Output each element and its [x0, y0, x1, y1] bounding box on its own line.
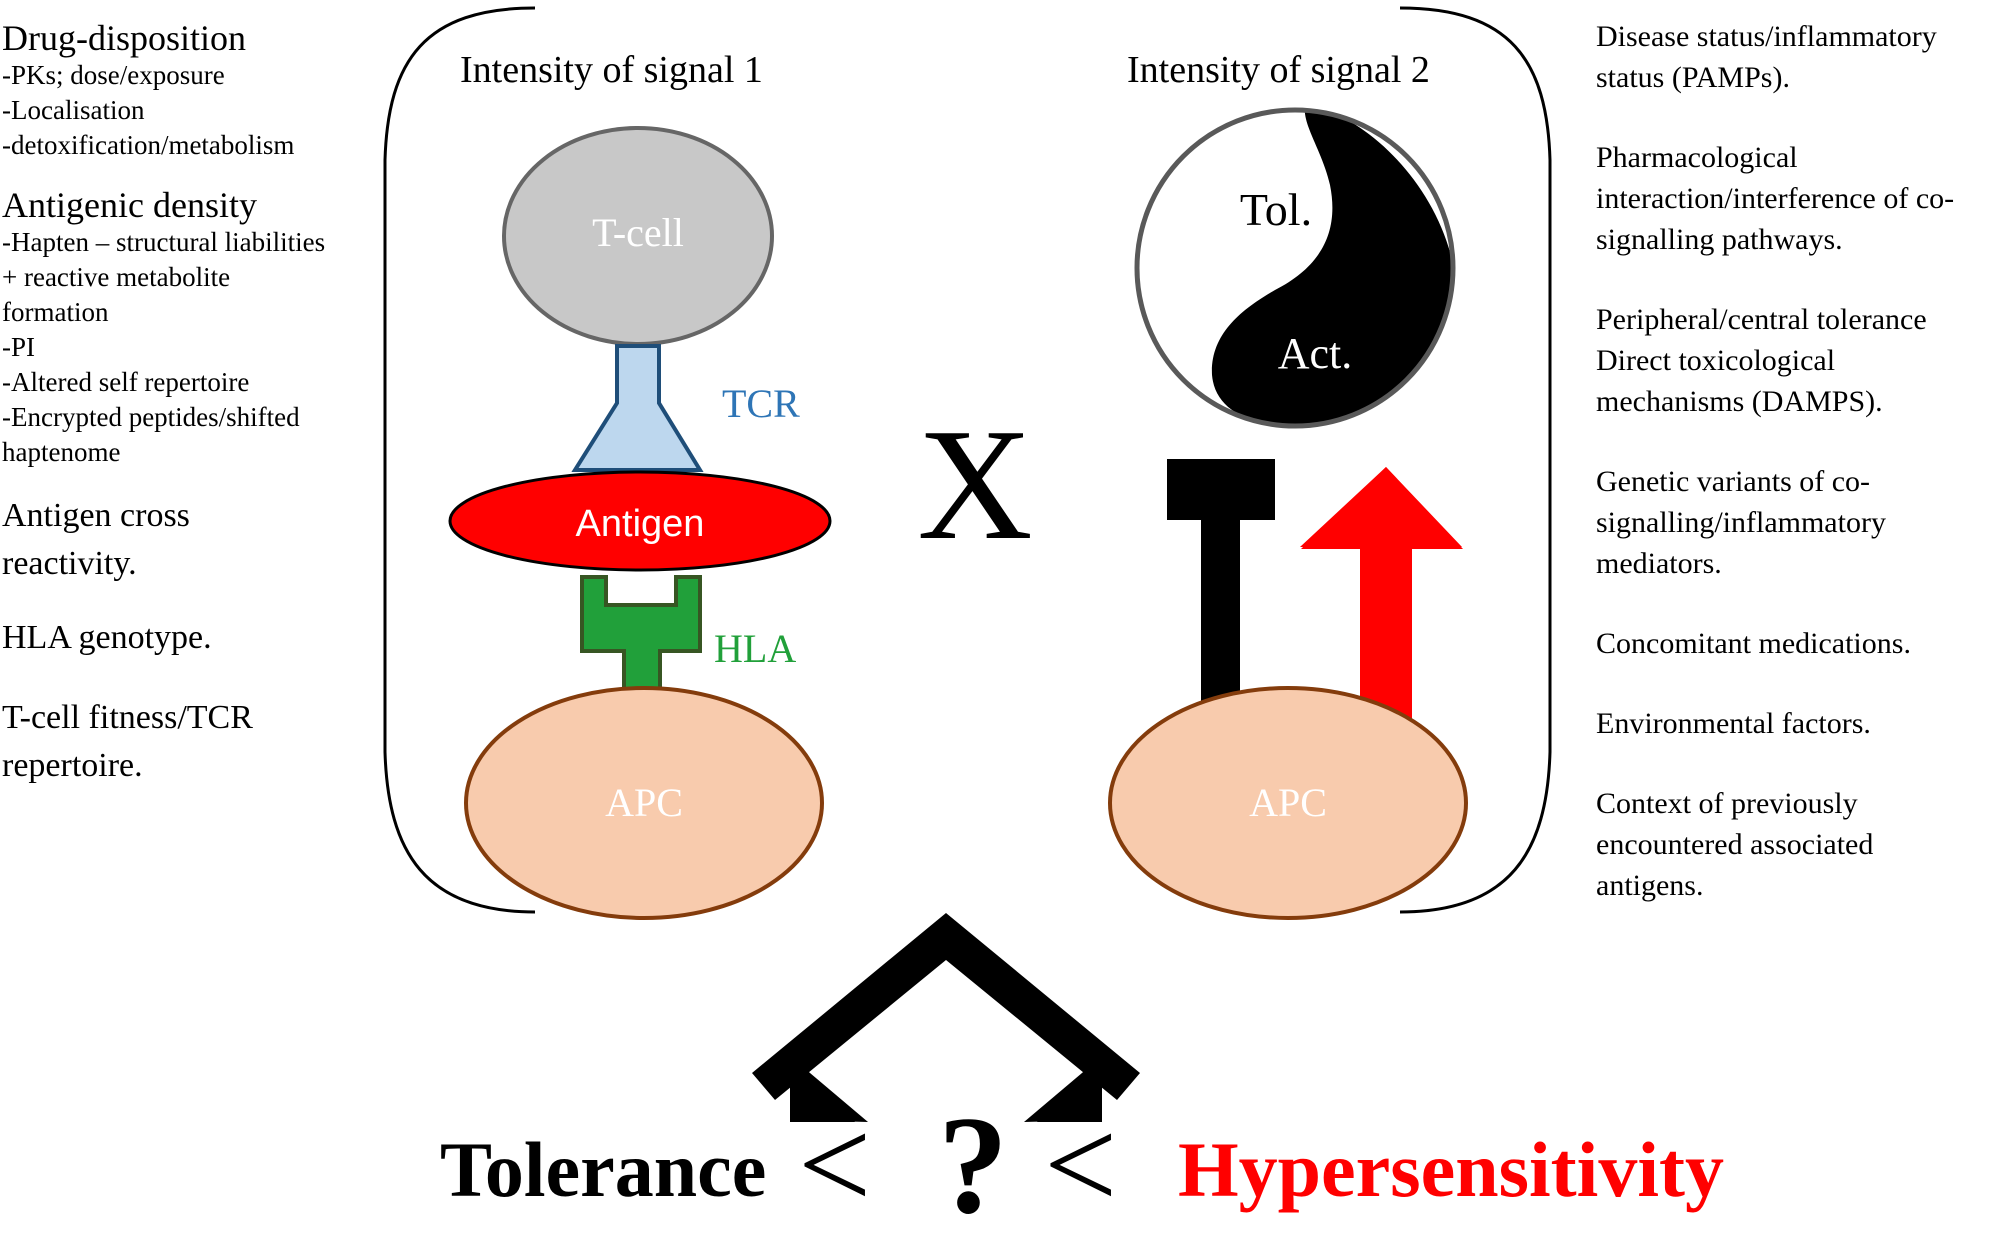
- right-factors-column: Disease status/inflammatory status (PAMP…: [1596, 16, 2006, 945]
- concomitant-medications-block: Concomitant medications.: [1596, 623, 2006, 664]
- antigenic-density-block: Antigenic density -Hapten – structural l…: [2, 185, 382, 470]
- signal1-title: Intensity of signal 1: [460, 49, 763, 91]
- right-line: Direct toxicological: [1596, 344, 1836, 377]
- disease-status-block: Disease status/inflammatory status (PAMP…: [1596, 16, 2006, 98]
- apc-shape-signal1: [464, 686, 824, 920]
- apc-shape-signal2: [1108, 686, 1468, 920]
- question-mark: ?: [938, 1088, 1008, 1243]
- multiply-sign: X: [917, 395, 1033, 573]
- right-parenthesis: [1399, 6, 1552, 914]
- antigenic-density-line: haptenome: [2, 437, 121, 467]
- tolerance-mechanisms-block: Peripheral/central tolerance Direct toxi…: [1596, 299, 2006, 422]
- cross-reactivity-line: reactivity.: [2, 545, 137, 582]
- drug-disposition-line: -detoxification/metabolism: [2, 130, 295, 160]
- hypersensitivity-outcome: Hypersensitivity: [1178, 1126, 1724, 1213]
- cross-reactivity-line: Antigen cross: [2, 497, 190, 534]
- drug-disposition-line: -PKs; dose/exposure: [2, 60, 225, 90]
- drug-disposition-heading: Drug-disposition: [2, 18, 247, 58]
- antigen-shape: [448, 470, 832, 572]
- genetic-variants-block: Genetic variants of co- signalling/infla…: [1596, 461, 2006, 584]
- right-line: Concomitant medications.: [1596, 627, 1911, 660]
- right-line: mechanisms (DAMPS).: [1596, 385, 1883, 418]
- tcell-fitness-block: T-cell fitness/TCR repertoire.: [2, 694, 382, 790]
- antigenic-density-line: -Hapten – structural liabilities: [2, 227, 326, 257]
- inhibition-bar-head: [1167, 459, 1275, 520]
- apc-label-signal2: APC: [1249, 780, 1327, 825]
- inhibition-bar-stem: [1201, 519, 1240, 702]
- right-line: Genetic variants of co-: [1596, 465, 1871, 498]
- right-line: antigens.: [1596, 869, 1704, 902]
- tolerance-arrow-tip: [790, 1062, 855, 1122]
- antigenic-density-line: + reactive metabolite: [2, 262, 231, 292]
- antigenic-density-line: -Altered self repertoire: [2, 367, 250, 397]
- right-line: Peripheral/central tolerance: [1596, 303, 1927, 336]
- antigenic-density-heading: Antigenic density: [2, 185, 257, 225]
- tcr-label: TCR: [722, 381, 800, 426]
- right-line: encountered associated: [1596, 828, 1874, 861]
- apc-label-signal1: APC: [605, 780, 683, 825]
- left-parenthesis: [383, 6, 536, 914]
- activation-half: [1211, 110, 1453, 426]
- hla-genotype-block: HLA genotype.: [2, 614, 382, 662]
- hla-genotype-text: HLA genotype.: [2, 619, 212, 656]
- pharmacological-block: Pharmacological interaction/interference…: [1596, 137, 2006, 260]
- right-line: Context of previously: [1596, 787, 1858, 820]
- hypersensitivity-arrow-tip: [1037, 1062, 1102, 1122]
- tcell-fitness-line: repertoire.: [2, 747, 143, 784]
- cross-reactivity-block: Antigen cross reactivity.: [2, 492, 382, 588]
- antigen-label: Antigen: [576, 503, 705, 545]
- right-line: Pharmacological: [1596, 141, 1798, 174]
- less-than-sign: <: [798, 1093, 872, 1237]
- tolerance-label: Tol.: [1240, 184, 1312, 235]
- antigenic-density-line: -PI: [2, 332, 35, 362]
- right-line: status (PAMPs).: [1596, 61, 1790, 94]
- right-line: signalling pathways.: [1596, 223, 1843, 256]
- antigenic-density-line: -Encrypted peptides/shifted: [2, 402, 300, 432]
- right-line: mediators.: [1596, 547, 1722, 580]
- tcell-label: T-cell: [592, 210, 684, 255]
- drug-disposition-block: Drug-disposition -PKs; dose/exposure -Lo…: [2, 18, 382, 163]
- tolerance-outcome: Tolerance: [440, 1126, 767, 1213]
- right-line: Disease status/inflammatory: [1596, 20, 1937, 53]
- activation-arrow-head: [1301, 467, 1463, 549]
- outcome-chevron: [752, 913, 1140, 1100]
- signal2-title: Intensity of signal 2: [1127, 49, 1430, 91]
- left-factors-column: Drug-disposition -PKs; dose/exposure -Lo…: [2, 18, 382, 812]
- balance-circle-outline: [1134, 107, 1456, 429]
- right-line: interaction/interference of co-: [1596, 182, 1955, 215]
- tcr-shape: [571, 344, 704, 472]
- drug-disposition-line: -Localisation: [2, 95, 145, 125]
- hla-label: HLA: [714, 626, 796, 671]
- right-line: signalling/inflammatory: [1596, 506, 1886, 539]
- hla-shape: [580, 575, 702, 692]
- right-line: Environmental factors.: [1596, 707, 1871, 740]
- antigenic-density-line: formation: [2, 297, 109, 327]
- activation-label: Act.: [1278, 329, 1353, 378]
- less-than-sign: <: [1044, 1093, 1118, 1237]
- tcell-fitness-line: T-cell fitness/TCR: [2, 699, 253, 736]
- previous-antigens-block: Context of previously encountered associ…: [1596, 783, 2006, 906]
- environmental-factors-block: Environmental factors.: [1596, 703, 2006, 744]
